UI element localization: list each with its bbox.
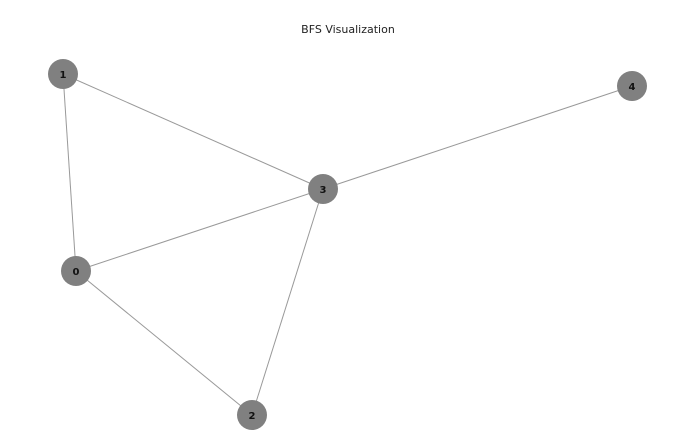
edge-0-3: [75, 188, 324, 272]
node-2: 2: [237, 400, 267, 430]
node-circle-0: [61, 256, 91, 286]
node-3: 3: [308, 174, 338, 204]
edge-1-0: [62, 73, 77, 272]
nodes-layer: 0 1 2 3 4: [48, 59, 647, 430]
node-label-0: 0: [73, 267, 80, 278]
edge-2-3: [251, 188, 324, 416]
node-4: 4: [617, 71, 647, 101]
edges-layer: [62, 73, 633, 416]
edge-0-2: [75, 270, 253, 416]
node-circle-4: [617, 71, 647, 101]
node-1: 1: [48, 59, 78, 89]
node-circle-2: [237, 400, 267, 430]
node-circle-3: [308, 174, 338, 204]
node-label-1: 1: [60, 70, 67, 81]
node-label-3: 3: [320, 185, 327, 196]
node-circle-1: [48, 59, 78, 89]
node-0: 0: [61, 256, 91, 286]
chart-title: BFS Visualization: [301, 23, 395, 36]
edge-3-4: [322, 85, 633, 190]
node-label-2: 2: [249, 411, 256, 422]
edge-1-3: [62, 73, 324, 190]
node-label-4: 4: [629, 82, 636, 93]
